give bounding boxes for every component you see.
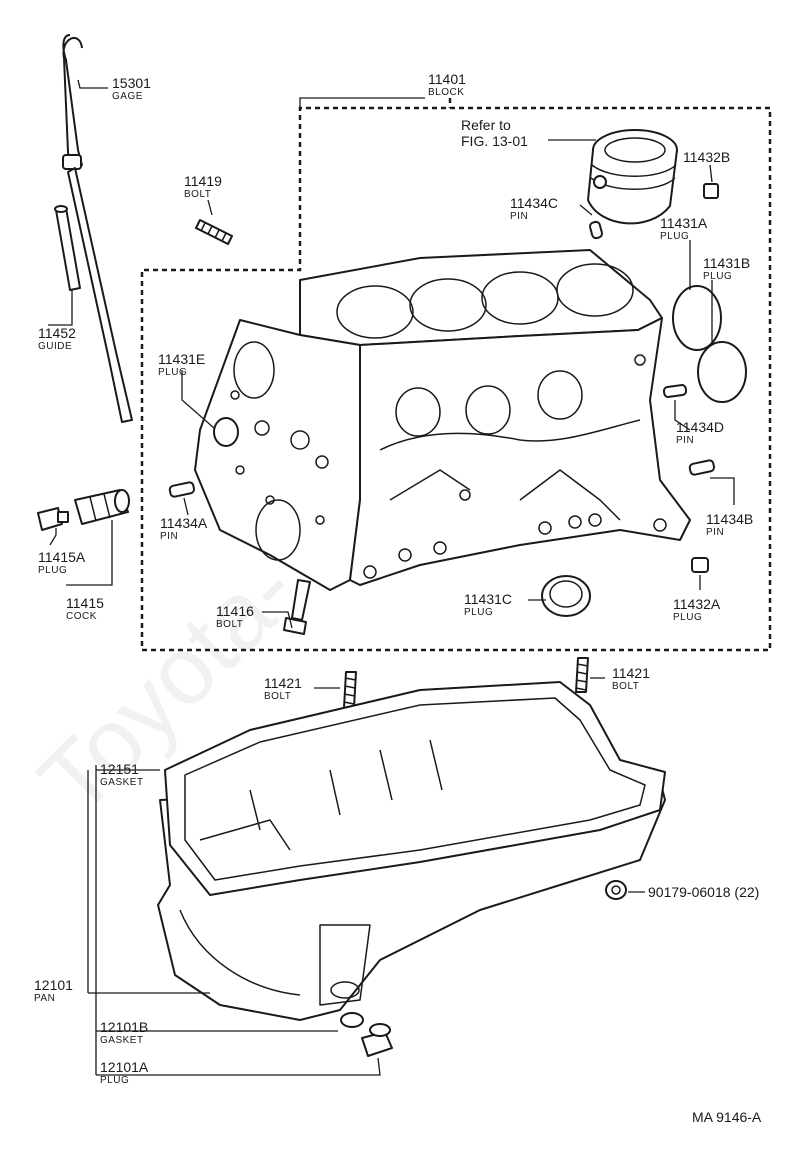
plug-11431b-part bbox=[697, 341, 747, 403]
label-bolt-11416-number: 11416 bbox=[216, 603, 254, 619]
label-pin-11434d-name: PIN bbox=[676, 435, 694, 446]
gage-dipstick bbox=[62, 34, 133, 423]
label-pin-11434c-name: PIN bbox=[510, 211, 528, 222]
guide-tube bbox=[54, 205, 81, 291]
pin-11434b-part bbox=[688, 459, 716, 476]
label-block-name: BLOCK bbox=[428, 87, 464, 98]
label-plug-11432a-number: 11432A bbox=[673, 596, 721, 612]
engine-block bbox=[194, 249, 691, 591]
label-plug-11431e-name: PLUG bbox=[158, 367, 187, 378]
label-pan-name: PAN bbox=[34, 993, 55, 1004]
label-gasket-12101b-name: GASKET bbox=[100, 1035, 144, 1046]
label-gage-number: 15301 bbox=[112, 75, 151, 91]
pin-11434c-part bbox=[588, 220, 604, 240]
bolt-11416-part bbox=[283, 579, 311, 635]
bolt-11419-part bbox=[195, 219, 233, 245]
label-guide-number: 11452 bbox=[38, 325, 76, 341]
label-bolt-11421-right-name: BOLT bbox=[612, 681, 639, 692]
label-bolt-11419-name: BOLT bbox=[184, 189, 211, 200]
reference-line2: FIG. 13-01 bbox=[461, 133, 528, 149]
label-plug-11431c-number: 11431C bbox=[464, 591, 512, 607]
plug-11431c-part bbox=[541, 575, 591, 617]
stud-11421-left-part bbox=[343, 671, 357, 709]
label-bolt-11419-number: 11419 bbox=[184, 173, 222, 189]
reference-line1: Refer to bbox=[461, 117, 511, 133]
label-gasket-12151-name: GASKET bbox=[100, 777, 144, 788]
nut-part bbox=[605, 880, 627, 900]
label-pin-11434b-number: 11434B bbox=[706, 511, 753, 527]
label-plug-11432a-name: PLUG bbox=[673, 612, 702, 623]
label-pin-11434c-number: 11434C bbox=[510, 195, 558, 211]
label-gage-name: GAGE bbox=[112, 91, 143, 102]
figure-code: MA 9146-A bbox=[692, 1109, 762, 1125]
drain-plug-12101a-part bbox=[361, 1023, 393, 1057]
plug-11432b-part bbox=[703, 183, 719, 199]
label-pan-number: 12101 bbox=[34, 977, 73, 993]
label-cock-name: COCK bbox=[66, 611, 97, 622]
label-gasket-12101b-number: 12101B bbox=[100, 1019, 148, 1035]
label-pin-11434b-name: PIN bbox=[706, 527, 724, 538]
block-group-boundary bbox=[140, 106, 772, 652]
label-plug-11431c-name: PLUG bbox=[464, 607, 493, 618]
label-bolt-11421-right-number: 11421 bbox=[612, 665, 650, 681]
pin-11434d-part bbox=[662, 384, 688, 398]
pin-11434a-part bbox=[168, 481, 196, 498]
label-block-number: 11401 bbox=[428, 71, 466, 87]
piston bbox=[587, 129, 678, 225]
gasket-12151-part bbox=[164, 681, 666, 896]
label-cock-number: 11415 bbox=[66, 595, 104, 611]
label-plug-11431b-number: 11431B bbox=[703, 255, 750, 271]
label-bolt-11421-left-number: 11421 bbox=[264, 675, 302, 691]
label-bolt-11416-name: BOLT bbox=[216, 619, 243, 630]
label-plug-11431b-name: PLUG bbox=[703, 271, 732, 282]
label-plug-12101a-number: 12101A bbox=[100, 1059, 149, 1075]
label-bolt-11421-left-name: BOLT bbox=[264, 691, 291, 702]
plug-11432a-part bbox=[691, 557, 709, 573]
label-pin-11434d-number: 11434D bbox=[676, 419, 724, 435]
drain-plug-11415a-part bbox=[37, 507, 69, 531]
drain-cock-part bbox=[74, 489, 130, 525]
label-pin-11434a-name: PIN bbox=[160, 531, 178, 542]
label-plug-12101a-name: PLUG bbox=[100, 1075, 129, 1086]
label-pin-11434a-number: 11434A bbox=[160, 515, 208, 531]
plug-11431e-part bbox=[213, 417, 239, 447]
label-gasket-12151-number: 12151 bbox=[100, 761, 139, 777]
label-guide-name: GUIDE bbox=[38, 341, 72, 352]
label-plug-11415a-name: PLUG bbox=[38, 565, 67, 576]
leader-lines bbox=[48, 79, 735, 1076]
label-plug-11431a-name: PLUG bbox=[660, 231, 689, 242]
label-plug-11431e-number: 11431E bbox=[158, 351, 205, 367]
gasket-12101b-part bbox=[340, 1012, 364, 1028]
stud-11421-right-part bbox=[575, 657, 589, 693]
plug-11431a-part bbox=[672, 285, 722, 351]
label-nut-number: 90179-06018 (22) bbox=[648, 884, 759, 900]
label-plug-11432b-number: 11432B bbox=[683, 149, 730, 165]
label-plug-11415a-number: 11415A bbox=[38, 549, 86, 565]
label-plug-11431a-number: 11431A bbox=[660, 215, 708, 231]
